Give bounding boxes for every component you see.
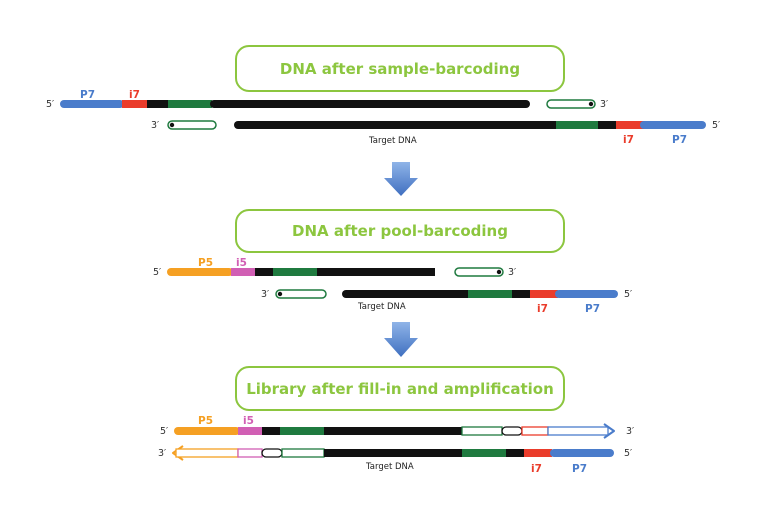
down-arrow [384, 322, 418, 357]
black-linker-segment [598, 121, 618, 129]
p5-label: P5 [198, 415, 213, 427]
three-prime-label: 3′ [626, 426, 634, 437]
target-dna-segment [324, 449, 464, 457]
i7-label: i7 [537, 303, 548, 315]
extension-arrowhead [172, 445, 184, 461]
target-dna-segment [324, 427, 462, 435]
oligo-outline [275, 289, 327, 299]
black-linker-segment [512, 290, 532, 298]
i5-label: i5 [243, 415, 254, 427]
stage-2-title-box [235, 209, 565, 253]
oligo-outline [546, 99, 596, 109]
fill-in-green-outline [281, 448, 325, 458]
fill-in-p5-outline [175, 448, 239, 458]
target-dna-segment [234, 121, 564, 129]
i7-label: i7 [531, 463, 542, 475]
fill-in-linker-outline [261, 448, 283, 458]
p7-adapter-segment [550, 449, 614, 457]
oligo-end-dot [277, 291, 283, 297]
p5-label: P5 [198, 257, 213, 269]
five-prime-label: 5′ [46, 99, 54, 110]
stage-3-top-strand: 5′ P5 i5 3′ [160, 415, 634, 439]
stage-1-title-box [235, 45, 565, 92]
p5-adapter-segment [174, 427, 240, 435]
black-linker-segment [147, 100, 169, 108]
stage-1-title: DNA after sample-barcoding [280, 60, 520, 78]
stage-1-sample-barcoding: DNA after sample-barcoding 5′ P7 i7 3′ 3… [46, 45, 720, 146]
target-dna-caption: Target DNA [368, 136, 417, 146]
stage-3-title: Library after fill-in and amplification [246, 380, 554, 398]
target-dna-segment [317, 268, 435, 276]
target-dna-caption: Target DNA [365, 462, 414, 472]
fill-in-i7-outline [521, 426, 549, 436]
down-arrow [384, 162, 418, 196]
oligo-outline [454, 267, 504, 277]
p7-adapter-segment [640, 121, 706, 129]
black-linker-segment [255, 268, 275, 276]
fill-in-i5-outline [237, 448, 263, 458]
green-primer-segment [556, 121, 600, 129]
i5-index-segment [238, 427, 263, 435]
oligo-end-dot [169, 122, 175, 128]
stage-3-bottom-strand: 3′ 5′ Target DNA i7 P7 [158, 445, 632, 475]
p7-label: P7 [80, 89, 95, 101]
black-linker-segment [262, 427, 282, 435]
five-prime-label: 5′ [624, 289, 632, 300]
oligo-end-dot [496, 269, 502, 275]
i5-label: i5 [236, 257, 247, 269]
five-prime-label: 5′ [624, 448, 632, 459]
stage-3-title-box [235, 366, 565, 411]
green-primer-segment [468, 290, 514, 298]
stage-2-pool-barcoding: DNA after pool-barcoding 5′ P5 i5 3′ 3′ [153, 209, 632, 315]
oligo-end-dot [588, 101, 594, 107]
p7-label: P7 [572, 463, 587, 475]
green-primer-segment [168, 100, 212, 108]
green-primer-segment [273, 268, 319, 276]
i7-index-segment [616, 121, 644, 129]
fill-in-p7-outline [547, 426, 609, 436]
green-primer-segment [462, 449, 508, 457]
black-linker-segment [506, 449, 526, 457]
p7-adapter-segment [60, 100, 124, 108]
stage-1-top-strand: 5′ P7 i7 3′ [46, 89, 608, 110]
p7-label: P7 [672, 134, 687, 146]
three-prime-label: 3′ [261, 289, 269, 300]
five-prime-label: 5′ [153, 267, 161, 278]
stage-2-title: DNA after pool-barcoding [292, 222, 508, 240]
five-prime-label: 5′ [712, 120, 720, 131]
i5-index-segment [231, 268, 256, 276]
three-prime-label: 3′ [508, 267, 516, 278]
stage-3-library: Library after fill-in and amplification … [158, 366, 634, 475]
i7-index-segment [530, 290, 558, 298]
three-prime-label: 3′ [151, 120, 159, 131]
p7-adapter-segment [555, 290, 618, 298]
stage-2-top-strand: 5′ P5 i5 3′ [153, 257, 516, 278]
i7-index-segment [524, 449, 552, 457]
three-prime-label: 3′ [158, 448, 166, 459]
three-prime-label: 3′ [600, 99, 608, 110]
stage-2-bottom-strand: 3′ 5′ Target DNA i7 P7 [261, 289, 632, 315]
target-dna-segment [342, 290, 474, 298]
fill-in-linker-outline [501, 426, 523, 436]
p5-adapter-segment [167, 268, 233, 276]
i7-index-segment [122, 100, 148, 108]
extension-arrowhead [603, 423, 615, 439]
target-dna-caption: Target DNA [357, 302, 406, 312]
target-dna-segment [210, 100, 530, 108]
i7-label: i7 [623, 134, 634, 146]
five-prime-label: 5′ [160, 426, 168, 437]
green-primer-segment [280, 427, 326, 435]
fill-in-green-outline [461, 426, 503, 436]
p7-label: P7 [585, 303, 600, 315]
i7-label: i7 [129, 89, 140, 101]
stage-1-bottom-strand: 3′ 5′ Target DNA i7 P7 [151, 120, 720, 146]
oligo-outline [167, 120, 217, 130]
